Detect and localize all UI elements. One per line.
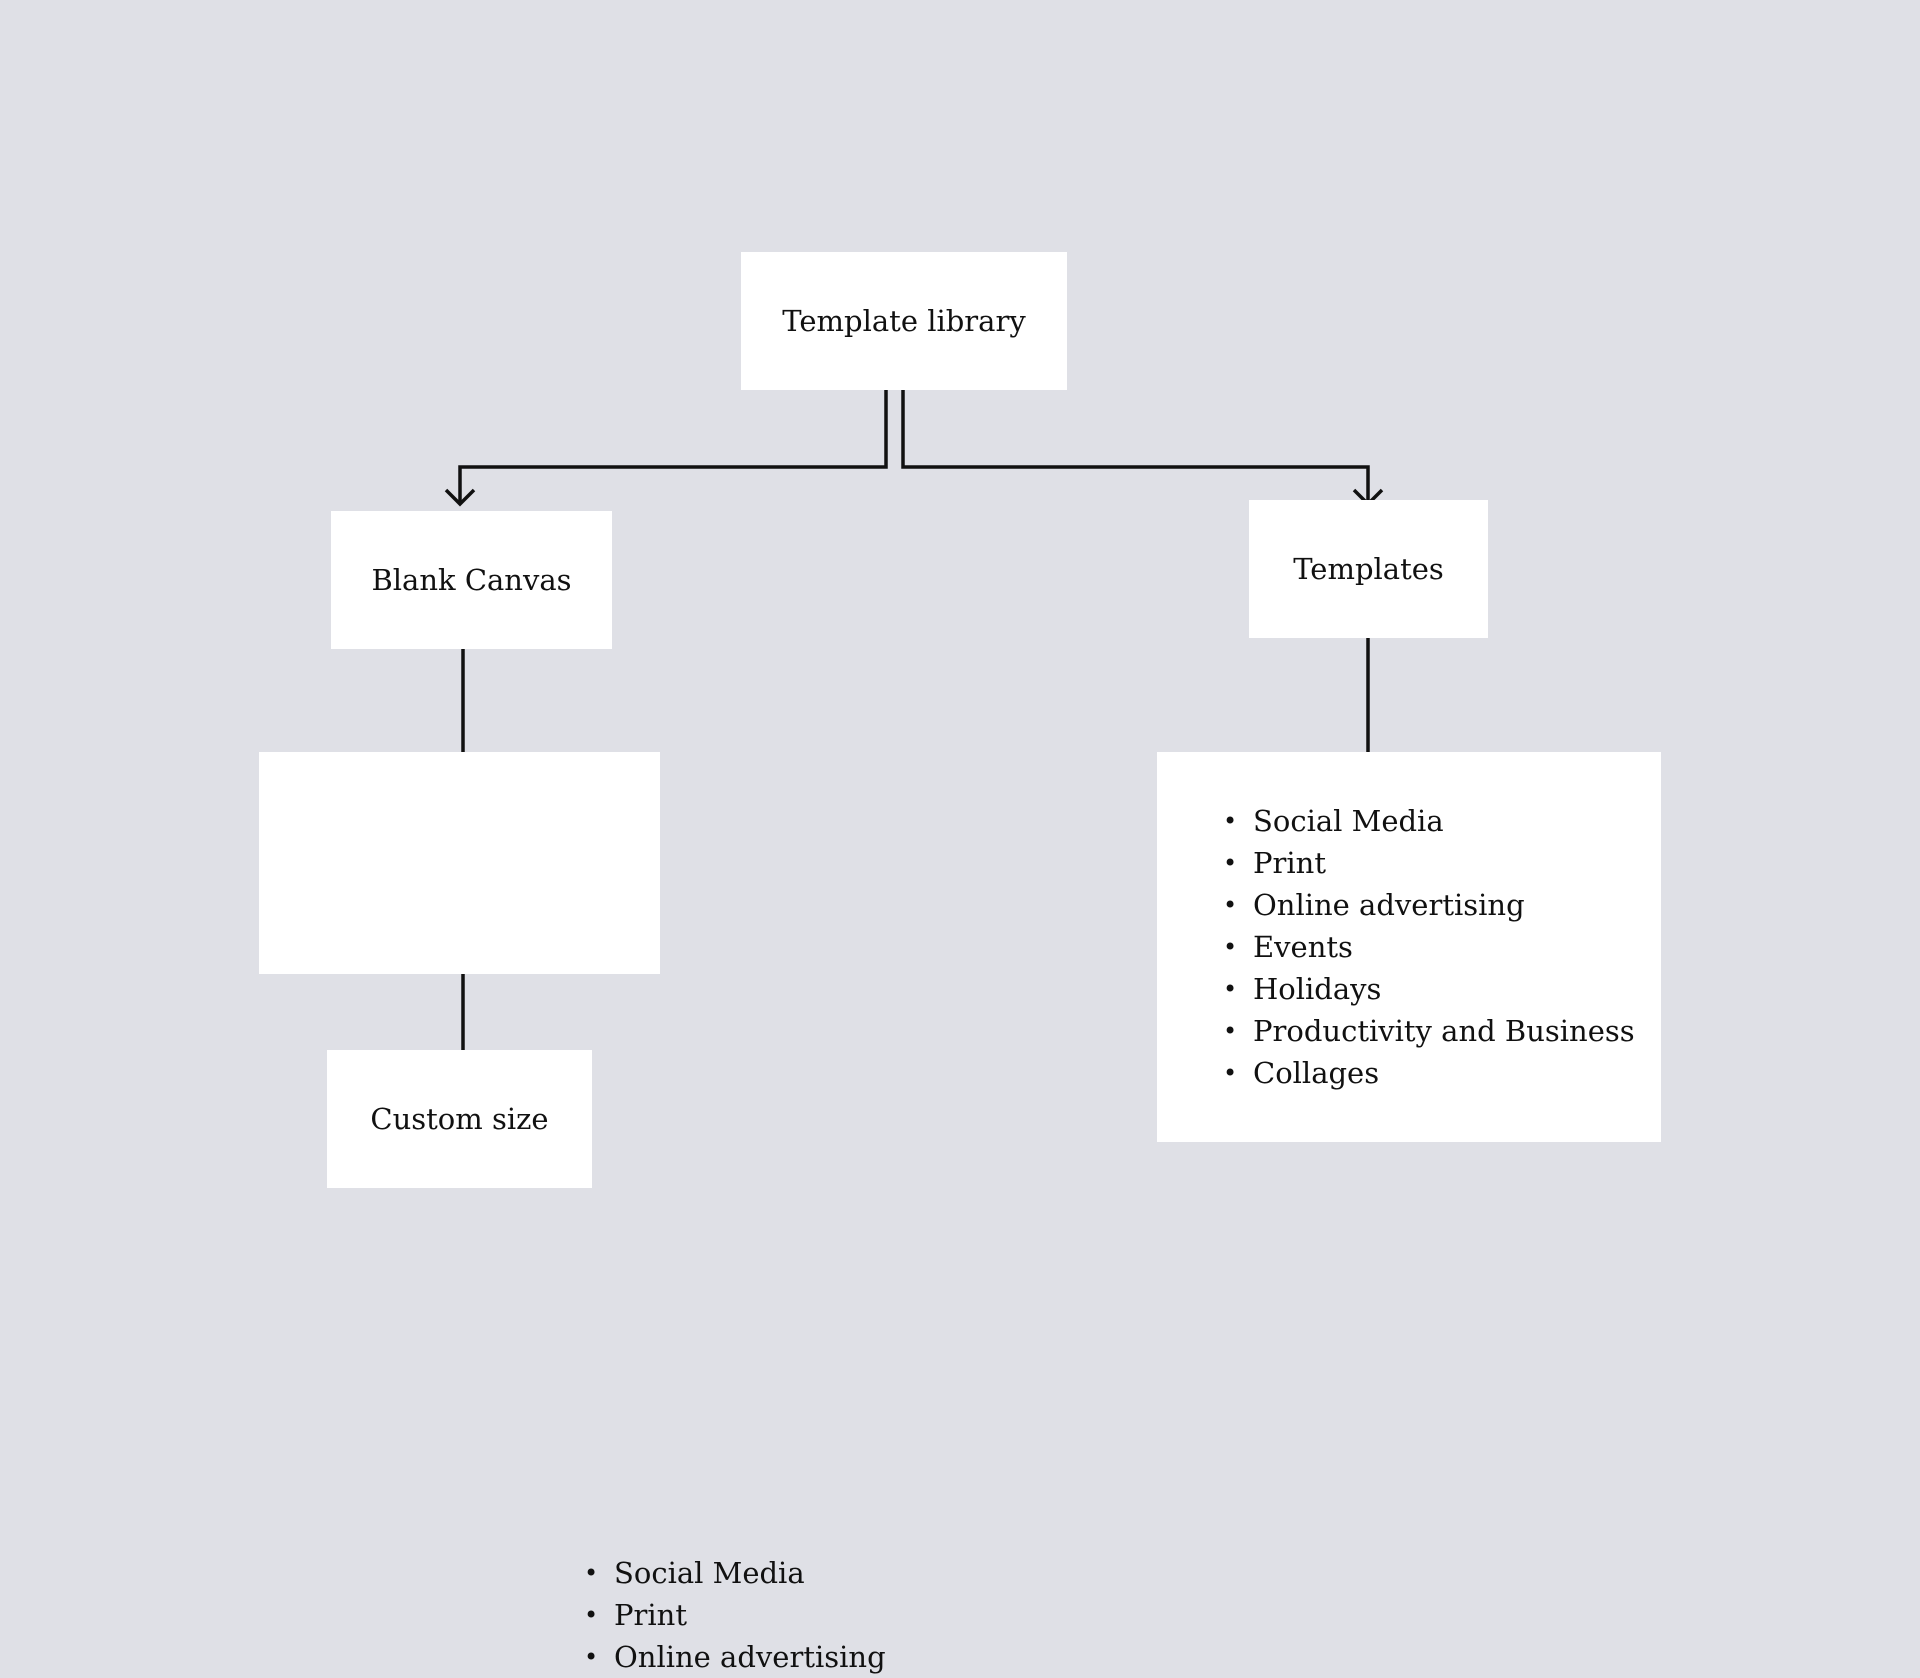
- list-item-label: Social Media: [1253, 804, 1444, 838]
- list-item-label: Collages: [1253, 1056, 1380, 1090]
- list-item: • Social Media: [584, 1552, 886, 1594]
- custom-size-label: Custom size: [370, 1102, 549, 1136]
- list-item-label: Holidays: [1253, 972, 1382, 1006]
- template-library-label: Template library: [782, 304, 1026, 338]
- list-item: • Print: [584, 1594, 886, 1636]
- bullet-icon: •: [1223, 891, 1238, 919]
- arrowhead-blank-canvas: [444, 488, 476, 507]
- bullet-icon: •: [1223, 1017, 1238, 1045]
- connector-root-to-templates: [901, 390, 1370, 504]
- list-item-label: Social Media: [614, 1556, 805, 1590]
- blank-canvas-node: Blank Canvas: [331, 511, 612, 649]
- list-item-label: Print: [1253, 846, 1326, 880]
- list-item-label: Online advertising: [614, 1640, 886, 1674]
- list-item: • Online advertising: [1223, 884, 1635, 926]
- list-item-label: Online advertising: [1253, 888, 1525, 922]
- connector-root-to-blank-canvas: [458, 390, 888, 504]
- list-item: • Events: [1223, 926, 1635, 968]
- templates-node: Templates: [1249, 500, 1488, 638]
- blank-canvas-options-node: • Social Media • Print • Online advertising: [259, 752, 886, 1674]
- bullet-icon: •: [1223, 849, 1238, 877]
- bullet-icon: •: [1223, 975, 1238, 1003]
- list-item-label: Print: [614, 1598, 687, 1632]
- bullet-icon: •: [584, 1559, 599, 1587]
- template-categories-list: • Social Media • Print • Online advertising…: [1223, 800, 1635, 1094]
- blank-canvas-options-list: • Social Media • Print • Online advertising: [584, 1552, 886, 1678]
- list-item: • Social Media: [1223, 800, 1635, 842]
- list-item: • Holidays: [1223, 968, 1635, 1010]
- bullet-icon: •: [1223, 807, 1238, 835]
- bullet-icon: •: [1223, 933, 1238, 961]
- bullet-icon: •: [1223, 1059, 1238, 1087]
- list-item-label: Productivity and Business: [1253, 1014, 1635, 1048]
- blank-canvas-label: Blank Canvas: [371, 563, 572, 597]
- list-item: • Online advertising: [584, 1636, 886, 1678]
- list-item: • Print: [1223, 842, 1635, 884]
- list-item: • Productivity and Business: [1223, 1010, 1635, 1052]
- custom-size-node: Custom size: [327, 1050, 592, 1188]
- template-categories-node: • Social Media • Print • Online advertising…: [1157, 752, 1661, 1142]
- connectors: [444, 390, 1384, 1069]
- list-item-label: Events: [1253, 930, 1353, 964]
- bullet-icon: •: [584, 1643, 599, 1671]
- template-library-node: Template library: [741, 252, 1067, 390]
- bullet-icon: •: [584, 1601, 599, 1629]
- list-item: • Collages: [1223, 1052, 1635, 1094]
- templates-label: Templates: [1293, 552, 1444, 586]
